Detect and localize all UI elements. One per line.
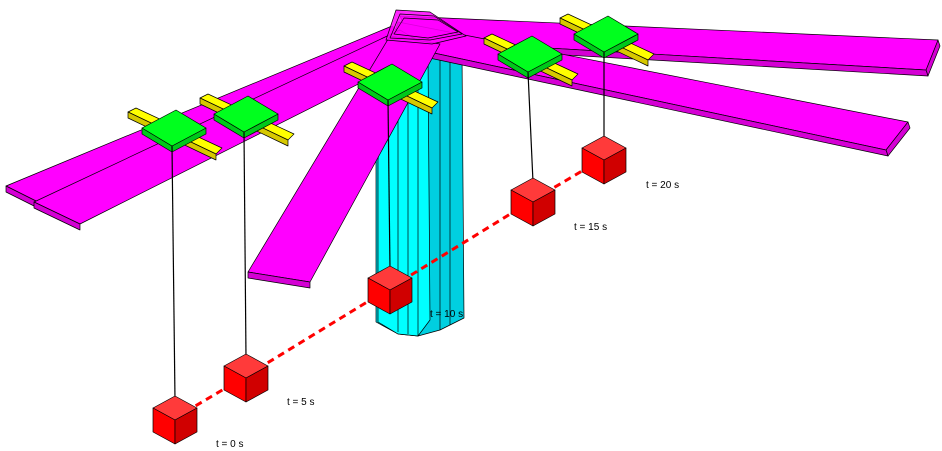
load-cube: [152, 395, 198, 445]
trolley-top: [141, 109, 207, 147]
load-trajectory: [174, 156, 605, 420]
trolleys: [127, 13, 655, 161]
load-side: [245, 365, 269, 403]
trolley-top: [213, 95, 279, 133]
jib-boom: [247, 271, 311, 289]
load-cube: [223, 353, 269, 403]
hoist-cable: [243, 131, 247, 359]
trolley: [127, 107, 223, 161]
load-side: [389, 277, 413, 315]
slewing-plate: [393, 17, 459, 39]
time-labels: t = 0 s t = 5 s t = 10 s t = 15 s t = 20…: [216, 180, 679, 450]
trolley-top: [497, 35, 563, 73]
jib-booms: [5, 15, 941, 289]
load-side: [532, 189, 556, 227]
time-label-2: t = 10 s: [430, 309, 463, 320]
trolley: [559, 13, 655, 67]
jib-boom: [33, 201, 81, 231]
loads: [152, 135, 627, 445]
time-label-1: t = 5 s: [287, 397, 315, 408]
time-label-3: t = 15 s: [574, 222, 607, 233]
hoist-cable: [171, 145, 176, 401]
slewing-plate: [389, 13, 463, 41]
hoist-cable: [387, 99, 391, 271]
trolley: [199, 93, 295, 147]
trolley: [483, 33, 579, 87]
slewing-platform: [385, 9, 467, 45]
trajectory-line: [174, 156, 605, 420]
load-side: [174, 407, 198, 445]
time-label-4: t = 20 s: [646, 180, 679, 191]
trolley-top: [357, 63, 423, 101]
load-cube: [581, 135, 627, 185]
load-cube: [510, 177, 556, 227]
load-side: [603, 147, 627, 185]
hoist-cables: [171, 52, 605, 401]
hoist-cable: [527, 71, 534, 183]
time-label-0: t = 0 s: [216, 439, 244, 450]
trolley-top: [573, 15, 639, 53]
trolley: [343, 61, 439, 115]
load-cube: [367, 265, 413, 315]
